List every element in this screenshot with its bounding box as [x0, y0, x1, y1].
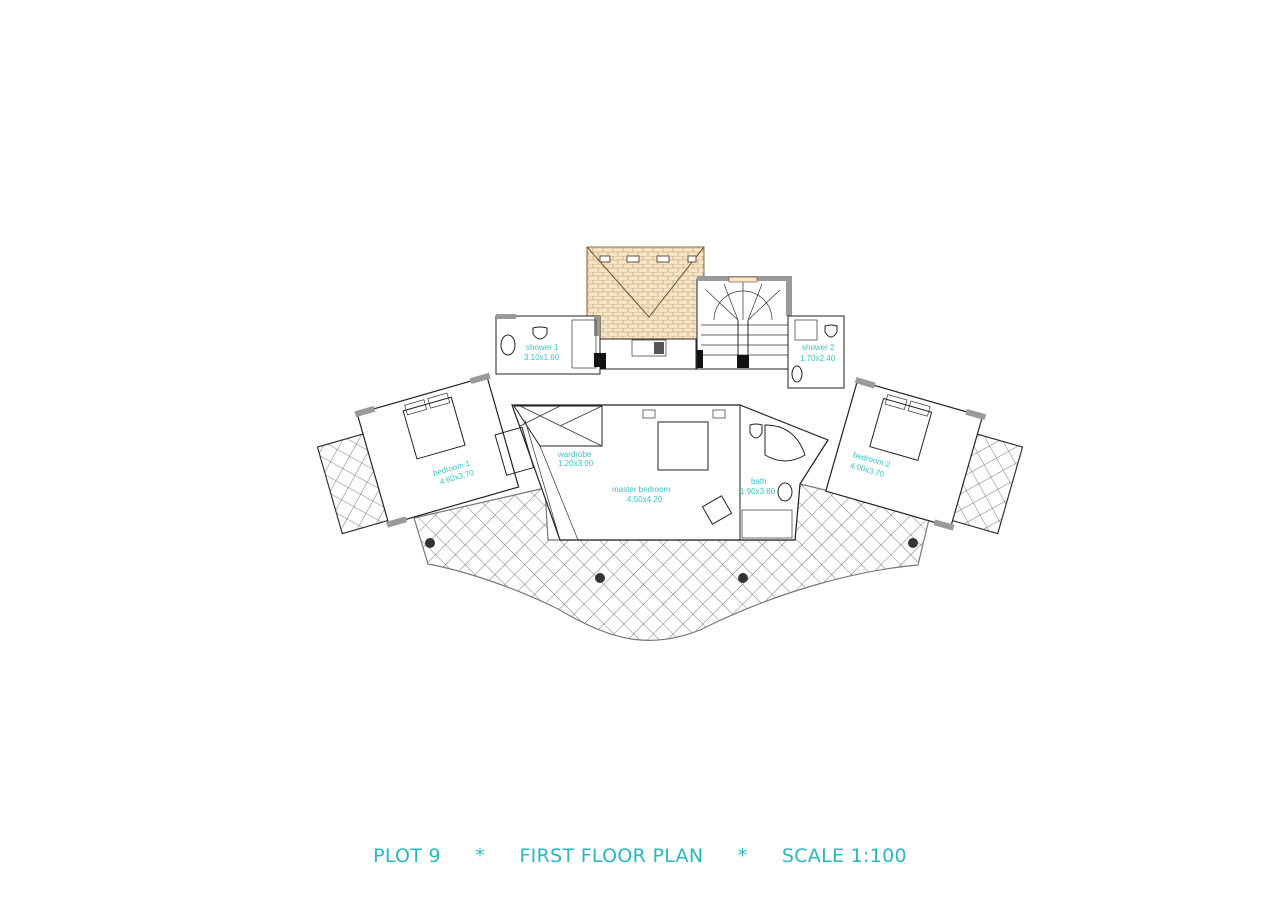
shower-1: [495, 314, 601, 375]
label-shower-1-name: shower 1: [526, 343, 559, 352]
caption-separator: *: [475, 845, 486, 867]
armchair-left: [494, 426, 535, 476]
shower-2: [787, 315, 845, 389]
label-shower-2-size: 1.70x2.40: [800, 354, 836, 363]
caption-separator: *: [737, 845, 748, 867]
plan-caption: PLOT 9 * FIRST FLOOR PLAN * SCALE 1:100: [0, 845, 1280, 867]
plot-number: PLOT 9: [373, 845, 441, 867]
label-bath-size: 1.90x3.80: [740, 487, 776, 496]
plan-title: FIRST FLOOR PLAN: [519, 845, 704, 867]
label-wardrobe-size: 1.20x3.00: [558, 459, 594, 468]
label-wardrobe-name: wardrobe: [557, 450, 592, 459]
master-bedroom: [511, 404, 829, 541]
label-master-bedroom-size: 4.50x4.20: [627, 495, 663, 504]
plan-scale: SCALE 1:100: [781, 845, 907, 867]
label-shower-1-size: 3.10x1.60: [524, 353, 560, 362]
bedroom-1: [354, 372, 520, 528]
terrace: [413, 483, 931, 641]
bedroom-2: [825, 377, 987, 531]
landing: [599, 338, 697, 370]
label-master-bedroom-name: master bedroom: [612, 485, 671, 494]
label-shower-2-name: shower 2: [802, 343, 835, 352]
terrace-lights: [425, 538, 918, 583]
staircase: [696, 276, 793, 370]
label-bath-name: bath: [751, 477, 767, 486]
roof-tiles: [586, 246, 705, 340]
